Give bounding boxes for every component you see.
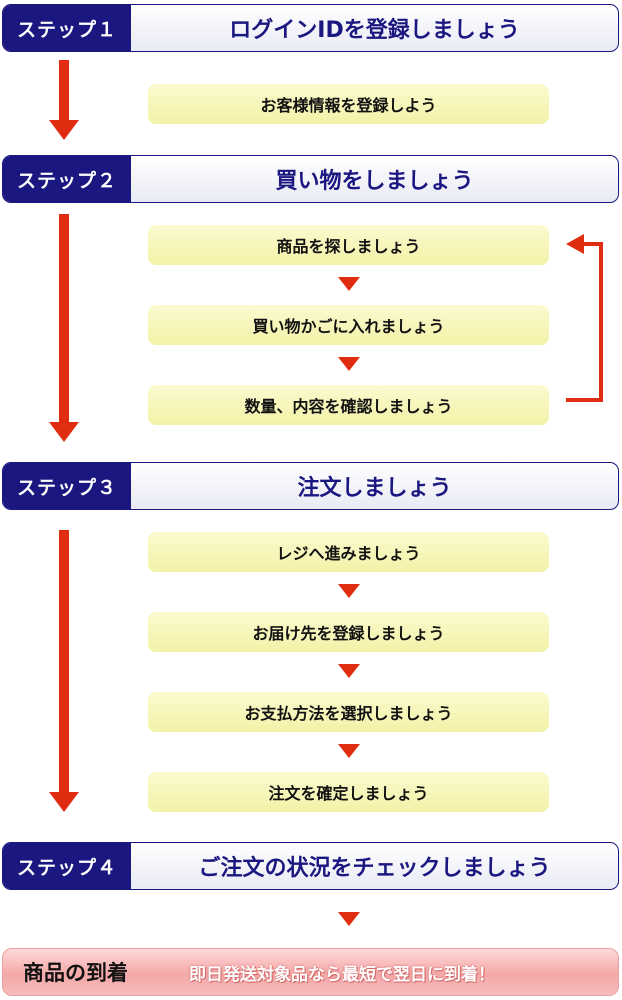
step-4-label: ステップ４ xyxy=(3,843,131,889)
step-3-label: ステップ３ xyxy=(3,463,131,509)
step-2-bar: ステップ２ 買い物をしましょう xyxy=(2,155,619,203)
substep-confirm-quantity: 数量、内容を確認しましょう xyxy=(148,385,549,425)
substep-search-products: 商品を探しましょう xyxy=(148,225,549,265)
step-1-title: ログインIDを登録しましょう xyxy=(229,18,520,43)
step-3-bar: ステップ３ 注文しましょう xyxy=(2,462,619,510)
substep-register-info: お客様情報を登録しよう xyxy=(148,84,549,124)
substep-register-address: お届け先を登録しましょう xyxy=(148,612,549,652)
down-triangle-icon xyxy=(338,912,360,926)
substep-add-to-cart: 買い物かごに入れましょう xyxy=(148,305,549,345)
step-2-label: ステップ２ xyxy=(3,156,131,202)
down-triangle-icon xyxy=(338,584,360,598)
step-1-down-arrow xyxy=(48,60,80,140)
down-triangle-icon xyxy=(338,277,360,291)
down-triangle-icon xyxy=(338,664,360,678)
delivery-title: 商品の到着 xyxy=(23,961,128,985)
step-3-title: 注文しましょう xyxy=(297,476,452,501)
step-4-bar: ステップ４ ご注文の状況をチェックしましょう xyxy=(2,842,619,890)
step-1-bar: ステップ１ ログインIDを登録しましょう xyxy=(2,4,619,52)
delivery-subtitle: 即日発送対象品なら最短で翌日に到着！ xyxy=(189,964,495,985)
step-1-label: ステップ１ xyxy=(3,5,131,51)
delivery-banner: 商品の到着 即日発送対象品なら最短で翌日に到着！ xyxy=(2,948,619,996)
loop-back-arrow-icon xyxy=(566,234,603,402)
step-3-down-arrow xyxy=(48,530,80,812)
down-triangle-icon xyxy=(338,357,360,371)
step-2-title: 買い物をしましょう xyxy=(275,169,474,194)
substep-confirm-order: 注文を確定しましょう xyxy=(148,772,549,812)
substep-select-payment: お支払方法を選択しましょう xyxy=(148,692,549,732)
step-2-down-arrow xyxy=(48,214,80,442)
substep-go-to-checkout: レジへ進みましょう xyxy=(148,532,549,572)
down-triangle-icon xyxy=(338,744,360,758)
step-4-title: ご注文の状況をチェックしましょう xyxy=(198,856,551,881)
